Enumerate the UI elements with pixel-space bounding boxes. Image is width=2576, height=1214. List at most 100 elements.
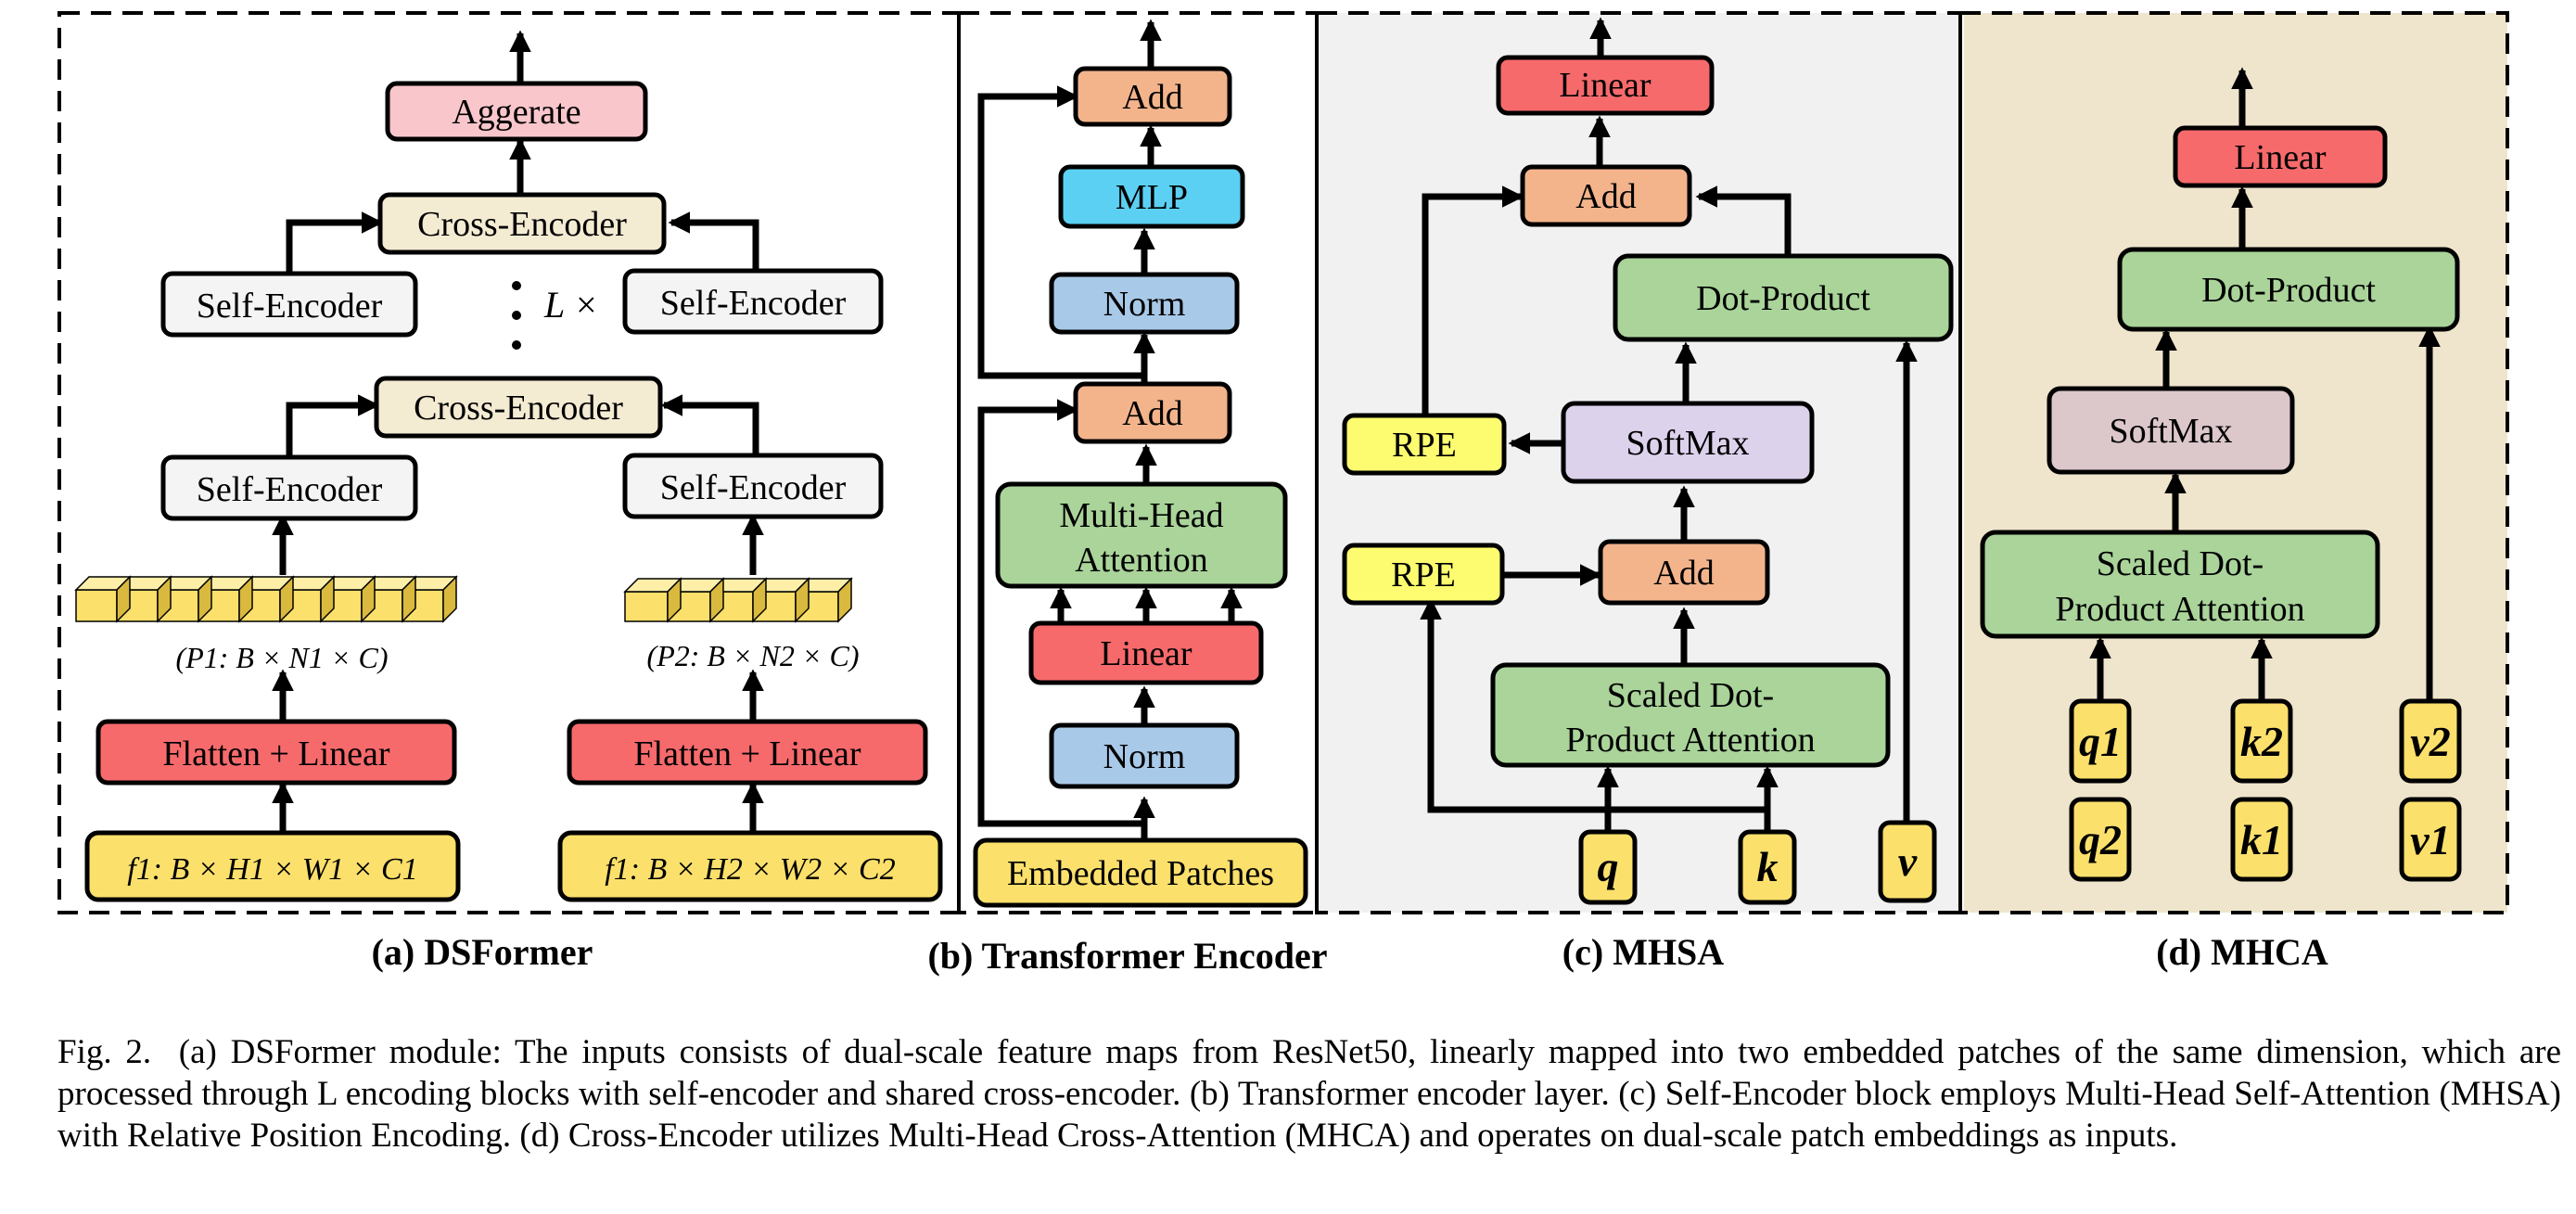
flatten-linear-box — [96, 719, 457, 786]
self-encoder-label: Self-Encoder — [660, 468, 847, 507]
v2-input-label: v2 — [2410, 718, 2450, 765]
flatten-linear-label: Flatten + Linear — [633, 735, 861, 773]
patch-token-side — [402, 575, 416, 623]
patch-token-side — [752, 577, 767, 623]
panel-d-border — [1958, 11, 2509, 914]
sdpa-label-line2: Product Attention — [1565, 721, 1815, 760]
q1-input-label: q1 — [2079, 718, 2122, 765]
panel-title-d: (d) MHCA — [2156, 931, 2328, 973]
softmax-label: SoftMax — [1626, 424, 1750, 463]
softmax-label: SoftMax — [2110, 412, 2233, 451]
rpe-label-bottom: RPE — [1391, 556, 1456, 594]
flatten-linear-label: Flatten + Linear — [162, 735, 389, 773]
linear-box — [1496, 55, 1715, 116]
aggregate-label: Aggerate — [452, 93, 580, 132]
v1-input-box — [2399, 797, 2462, 882]
add-box-top — [1520, 164, 1692, 227]
patch-label-left: (P1: B × N1 × C) — [176, 641, 389, 674]
k2-input-label: k2 — [2240, 718, 2283, 765]
feature-map-label: f1: B × H2 × W2 × C2 — [605, 852, 895, 887]
patch-token-side — [116, 575, 131, 623]
cross-encoder-top-box — [377, 192, 667, 255]
patch-token-side — [795, 577, 810, 623]
q-input-box — [1578, 829, 1638, 905]
panel-c-border — [1315, 11, 1962, 914]
patch-token-side — [157, 575, 172, 623]
softmax-box — [1561, 401, 1815, 484]
dot-product-label: Dot-Product — [1696, 279, 1870, 318]
rpe-box-bottom — [1342, 543, 1505, 606]
sdpa-label-line1: Scaled Dot- — [1607, 676, 1774, 715]
self-encoder-box — [622, 453, 884, 519]
feature-map-box — [557, 830, 943, 902]
patch-token-side — [709, 577, 724, 623]
caption-text: (a) DSFormer module: The inputs consists… — [57, 1033, 2561, 1155]
self-encoder-label: Self-Encoder — [197, 470, 383, 509]
dot-product-box — [2117, 247, 2460, 332]
norm-label-top: Norm — [1103, 285, 1186, 324]
repeat-label: L × — [543, 284, 599, 326]
cross-encoder-bottom-box — [374, 376, 663, 439]
q-input-label: q — [1598, 843, 1619, 890]
repeat-dot — [512, 281, 521, 290]
patch-label-right: (P2: B × N2 × C) — [647, 639, 860, 672]
add-box-bottom — [1598, 539, 1770, 606]
q2-input-label: q2 — [2079, 816, 2122, 863]
add-box-bottom — [1073, 381, 1232, 444]
linear-box — [1028, 620, 1264, 685]
patch-tokens-right — [623, 577, 853, 623]
add-label-bottom: Add — [1122, 394, 1182, 433]
add-box-top — [1073, 66, 1232, 127]
diagram-canvas: Aggerate Cross-Encoder Self-Encoder Self… — [57, 11, 2509, 977]
repeat-dot — [512, 311, 521, 320]
self-encoder-label: Self-Encoder — [197, 287, 383, 326]
mha-label-line1: Multi-Head — [1059, 496, 1223, 535]
linear-label: Linear — [1100, 634, 1192, 673]
patch-token-front — [75, 589, 118, 622]
panel-title-b: (b) Transformer Encoder — [927, 935, 1327, 977]
v-input-label: v — [1898, 837, 1918, 885]
patch-token-front — [624, 591, 669, 622]
dot-product-label: Dot-Product — [2201, 271, 2376, 310]
mlp-box — [1058, 164, 1245, 229]
self-encoder-box — [160, 454, 418, 521]
panel-c: Linear Add Dot-Product RPE SoftMax RPE A… — [1342, 17, 1954, 905]
panel-title-a: (a) DSFormer — [372, 931, 593, 973]
patch-tokens-left — [74, 575, 458, 623]
v1-input-label: v1 — [2410, 816, 2450, 863]
v-input-box — [1878, 820, 1937, 903]
panel-a: Aggerate Cross-Encoder Self-Encoder Self… — [74, 30, 943, 902]
linear-box — [2173, 125, 2388, 188]
feature-map-label: f1: B × H1 × W1 × C1 — [127, 852, 417, 887]
cross-encoder-top-label: Cross-Encoder — [417, 205, 627, 244]
panel-b: Add MLP Norm Add Multi-Head Attention Li… — [973, 19, 1308, 908]
feature-map-box — [84, 830, 461, 902]
scaled-dot-product-attention-box — [1980, 530, 2380, 639]
patch-token-side — [442, 575, 457, 623]
panel-d: Linear Dot-Product SoftMax Scaled Dot- P… — [1980, 67, 2462, 882]
softmax-box — [2047, 386, 2295, 475]
patch-token-side — [198, 575, 212, 623]
embedded-patches-box — [973, 837, 1308, 908]
caption-prefix: Fig. 2. — [57, 1033, 152, 1071]
k1-input-box — [2230, 797, 2293, 882]
patch-token-side — [361, 575, 376, 623]
q2-input-box — [2069, 797, 2132, 882]
dot-product-box — [1613, 253, 1954, 342]
add-label-bottom: Add — [1653, 554, 1714, 593]
panel-title-c: (c) MHSA — [1562, 931, 1725, 973]
k-input-label: k — [1757, 843, 1779, 890]
rpe-label-top: RPE — [1392, 426, 1457, 465]
mlp-label: MLP — [1116, 178, 1188, 217]
sdpa-label-line2: Product Attention — [2055, 590, 2304, 629]
figure-caption: Fig. 2. (a) DSFormer module: The inputs … — [57, 1031, 2561, 1156]
patch-token-side — [667, 577, 682, 623]
k1-input-label: k1 — [2240, 816, 2283, 863]
repeat-dot — [512, 340, 521, 350]
flatten-linear-box — [567, 719, 928, 786]
add-label-top: Add — [1122, 78, 1182, 117]
patch-token-side — [320, 575, 335, 623]
patch-token-side — [238, 575, 253, 623]
v2-input-box — [2399, 698, 2462, 784]
norm-box-bottom — [1049, 722, 1240, 789]
